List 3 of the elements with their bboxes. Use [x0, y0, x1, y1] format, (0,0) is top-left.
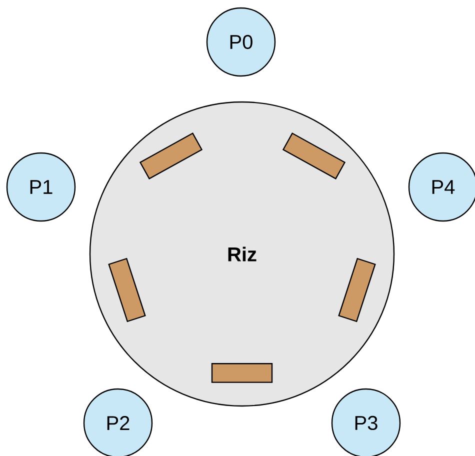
- chopstick: [108, 258, 146, 322]
- chopstick: [338, 258, 376, 322]
- chopstick: [211, 363, 273, 383]
